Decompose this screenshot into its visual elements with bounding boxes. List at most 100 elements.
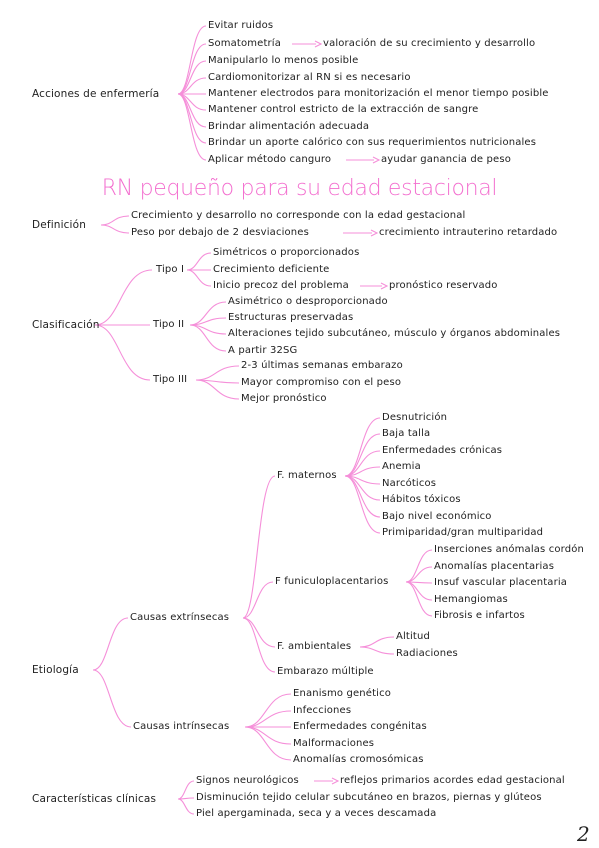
list-item: Infecciones: [293, 705, 352, 716]
branch-line: [244, 726, 292, 745]
list-item: Peso por debajo de 2 desviaciones: [131, 227, 309, 238]
list-item: Mantener control estricto de la extracci…: [208, 104, 479, 115]
list-item: Disminución tejido celular subcutáneo en…: [196, 792, 542, 803]
branch-line: [242, 617, 276, 648]
caracteristicas-label: Características clínicas: [32, 793, 157, 805]
intrinsecas-label: Causas intrínsecas: [133, 721, 230, 732]
tipo1-label: Tipo I: [156, 264, 185, 275]
clasificacion-label: Clasificación: [32, 319, 100, 331]
list-item: A partir 32SG: [228, 345, 298, 356]
branch-line: [405, 581, 433, 601]
list-item: Baja talla: [382, 428, 431, 439]
branch-line: [344, 475, 381, 534]
branch-line: [195, 365, 240, 381]
list-item: Anomalías placentarias: [434, 561, 555, 572]
branch-line: [405, 549, 433, 583]
branch-line: [189, 324, 227, 352]
branch-line: [92, 669, 132, 728]
list-item: Estructuras preservadas: [228, 312, 354, 323]
branch-line: [186, 252, 212, 271]
list-item: Mantener electrodos para monitorización …: [208, 88, 549, 99]
branch-line: [92, 617, 129, 671]
result-text: ayudar ganancia de peso: [381, 154, 511, 165]
branch-line: [344, 475, 381, 518]
list-item: Anemia: [382, 461, 421, 472]
branch-line: [244, 710, 292, 728]
list-item: Fibrosis e infartos: [434, 610, 525, 621]
page-title: RN pequeño para su edad estacional: [101, 176, 498, 201]
list-item: Aplicar método canguro: [208, 154, 332, 165]
arrow-head: [331, 777, 340, 785]
result-text: reflejos primarios acordes edad gestacio…: [340, 775, 565, 786]
list-item: Inicio precoz del problema: [213, 280, 349, 291]
list-item: Somatometría: [208, 38, 282, 49]
funiculo-label: F funiculoplacentarios: [275, 576, 389, 587]
list-item: Enfermedades congénitas: [293, 721, 427, 732]
branch-line: [242, 581, 274, 619]
branch-line: [94, 269, 153, 326]
list-item: Enanismo genético: [293, 688, 392, 699]
list-item: Cardiomonitorizar al RN si es necesario: [208, 72, 411, 83]
branch-line: [242, 475, 276, 619]
arrow-head: [370, 229, 379, 237]
list-item: Crecimiento deficiente: [213, 264, 330, 275]
maternos-label: F. maternos: [277, 470, 337, 481]
branch-line: [177, 798, 195, 815]
tipo2-label: Tipo II: [153, 319, 185, 330]
list-item: Radiaciones: [396, 648, 458, 659]
list-item: Embarazo múltiple: [277, 666, 374, 677]
list-item: 2-3 últimas semanas embarazo: [241, 360, 403, 371]
branch-line: [177, 60, 207, 95]
list-item: Hemangiomas: [434, 594, 508, 605]
tipo3-label: Tipo III: [153, 374, 188, 385]
extrinsecas-label: Causas extrínsecas: [130, 612, 230, 623]
list-item: Inserciones anómalas cordón: [434, 544, 584, 555]
branch-line: [359, 636, 395, 648]
list-item: Anomalías cromosómicas: [293, 754, 424, 765]
branch-line: [405, 566, 433, 583]
list-item: Primiparidad/gran multiparidad: [382, 527, 544, 538]
list-item: Malformaciones: [293, 738, 375, 749]
list-item: Mayor compromiso con el peso: [241, 377, 402, 388]
branch-line: [186, 269, 212, 287]
list-item: Mejor pronóstico: [241, 393, 327, 404]
result-text: crecimiento intrauterino retardado: [379, 227, 558, 238]
list-item: Hábitos tóxicos: [382, 494, 461, 505]
list-item: Signos neurológicos: [196, 775, 299, 786]
branch-line: [344, 450, 381, 477]
result-text: valoración de su crecimiento y desarroll…: [323, 38, 536, 49]
branch-line: [177, 25, 207, 95]
list-item: Narcóticos: [382, 478, 437, 489]
list-item: Piel apergaminada, seca y a veces descam…: [196, 808, 437, 819]
branch-line: [94, 324, 151, 381]
acciones-label: Acciones de enfermería: [32, 88, 160, 100]
branch-line: [344, 475, 381, 501]
branch-line: [242, 617, 276, 673]
branch-line: [100, 224, 130, 234]
list-item: Evitar ruidos: [208, 20, 274, 31]
branch-line: [177, 43, 207, 95]
arrow-head: [372, 156, 381, 164]
list-item: Asimétrico o desproporcionado: [228, 296, 388, 307]
definicion-label: Definición: [32, 219, 86, 231]
arrow-head: [380, 282, 389, 290]
list-item: Brindar un aporte calórico con sus reque…: [208, 137, 537, 148]
list-item: Insuf vascular placentaria: [434, 577, 568, 588]
list-item: Alteraciones tejido subcutáneo, músculo …: [228, 328, 561, 339]
list-item: Altitud: [396, 631, 430, 642]
list-item: Bajo nivel económico: [382, 511, 492, 522]
list-item: Enfermedades crónicas: [382, 445, 503, 456]
branch-line: [359, 646, 395, 655]
list-item: Brindar alimentación adecuada: [208, 121, 370, 132]
result-text: pronóstico reservado: [389, 280, 498, 291]
branch-line: [177, 93, 207, 161]
branch-line: [405, 581, 433, 617]
branch-line: [177, 93, 207, 144]
branch-line: [244, 693, 292, 728]
branch-line: [195, 379, 240, 400]
branch-line: [244, 726, 292, 761]
branch-line: [177, 780, 195, 800]
branch-line: [344, 433, 381, 477]
list-item: Crecimiento y desarrollo no corresponde …: [131, 210, 466, 221]
